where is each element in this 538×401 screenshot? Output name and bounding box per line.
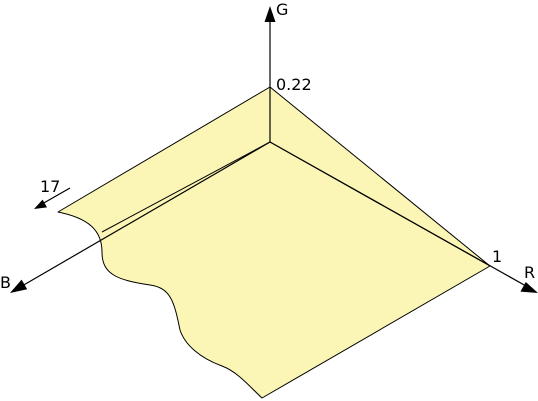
edge-b-inner [101,141,271,233]
r-axis [269,141,527,287]
b-max-value: 17 [40,177,60,196]
b-axis [21,141,271,287]
g-axis-label: G [276,0,288,19]
b-axis-arrow-icon [10,279,28,293]
g-axis-arrow-icon [264,6,276,22]
r-axis-label: R [524,263,535,282]
gamut-surface [57,86,491,399]
b-axis-label: B [0,273,11,292]
g-max-value: 0.22 [276,75,312,94]
r-axis-arrow-icon [520,282,538,293]
r-max-value: 1 [492,247,502,266]
b-extent-arrow-icon [34,199,47,209]
b-extent-arrow-line [41,187,71,205]
